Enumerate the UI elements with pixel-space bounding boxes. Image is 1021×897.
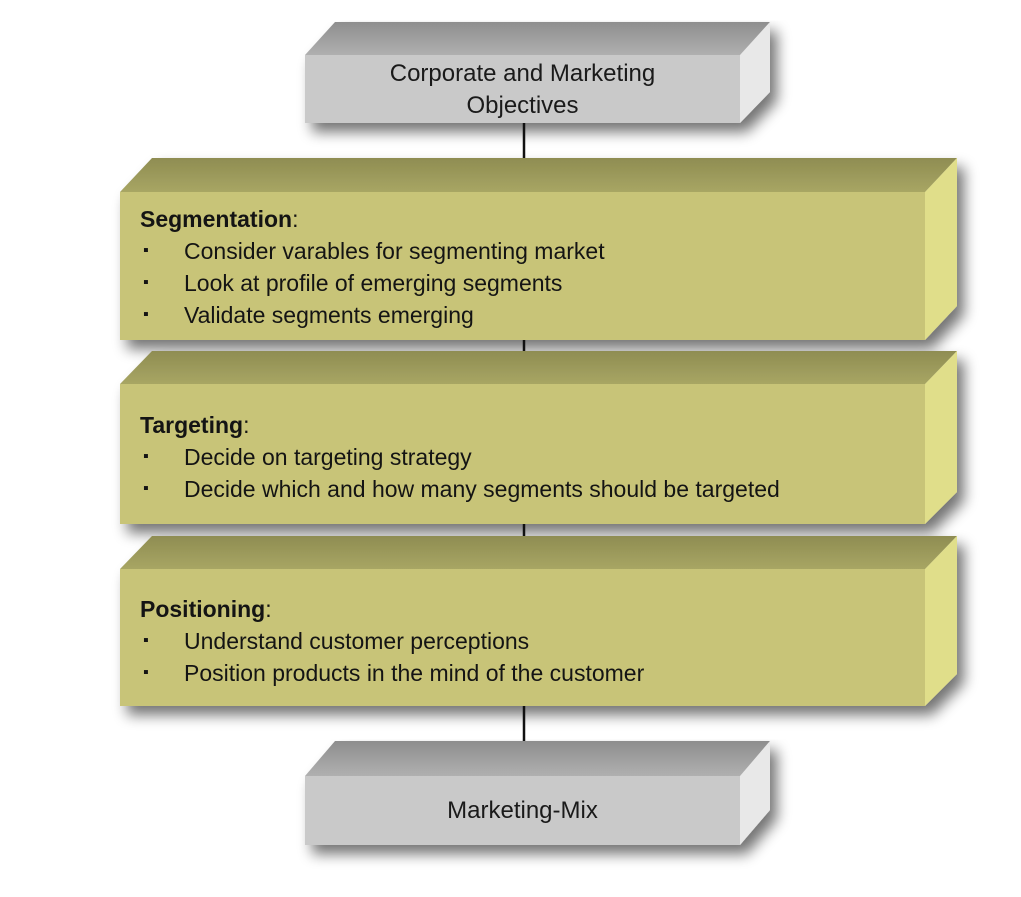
segmentation-title: Segmentation: bbox=[140, 203, 920, 235]
objectives-label: Corporate and Marketing Objectives bbox=[305, 58, 740, 122]
list-item: ▪ Consider varables for segmenting market bbox=[140, 235, 920, 267]
list-item: ▪ Understand customer perceptions bbox=[140, 625, 920, 657]
list-item-text: Decide on targeting strategy bbox=[184, 444, 472, 470]
objectives-box bbox=[305, 22, 770, 123]
positioning-heading: Positioning bbox=[140, 596, 266, 622]
positioning-box-top bbox=[120, 536, 957, 569]
positioning-title: Positioning: bbox=[140, 593, 920, 625]
objectives-box-side bbox=[740, 22, 770, 123]
segmentation-content: Segmentation: ▪ Consider varables for seg… bbox=[140, 203, 920, 331]
targeting-title: Targeting: bbox=[140, 409, 920, 441]
bullet-icon: ▪ bbox=[143, 448, 149, 465]
targeting-box-top bbox=[120, 351, 957, 384]
list-item-text: Look at profile of emerging segments bbox=[184, 270, 563, 296]
positioning-box-side bbox=[925, 536, 957, 706]
objectives-box-front bbox=[305, 55, 740, 123]
segmentation-box-side bbox=[925, 158, 957, 340]
list-item: ▪ Validate segments emerging bbox=[140, 299, 920, 331]
targeting-box-front bbox=[120, 384, 925, 524]
targeting-box-side bbox=[925, 351, 957, 524]
list-item: ▪ Decide which and how many segments shou… bbox=[140, 473, 920, 505]
marketing-mix-box-side bbox=[740, 741, 770, 845]
targeting-list: ▪ Decide on targeting strategy ▪ Decide wh… bbox=[140, 441, 920, 505]
bullet-icon: ▪ bbox=[143, 632, 149, 649]
marketing-mix-box-top bbox=[305, 741, 770, 776]
marketing-mix-box-front bbox=[305, 776, 740, 845]
bullet-icon: ▪ bbox=[143, 664, 149, 681]
marketing-mix-label: Marketing-Mix bbox=[305, 778, 740, 844]
targeting-colon: : bbox=[243, 412, 250, 438]
list-item-text: Position products in the mind of the cus… bbox=[184, 660, 645, 686]
marketing-mix-box bbox=[305, 741, 770, 845]
marketing-mix-text: Marketing-Mix bbox=[447, 797, 598, 824]
bullet-icon: ▪ bbox=[143, 306, 149, 323]
list-item: ▪ Decide on targeting strategy bbox=[140, 441, 920, 473]
segmentation-colon: : bbox=[292, 206, 299, 232]
positioning-list: ▪ Understand customer perceptions ▪ Positi… bbox=[140, 625, 920, 689]
targeting-content: Targeting: ▪ Decide on targeting strategy… bbox=[140, 409, 920, 505]
segmentation-box-front bbox=[120, 192, 925, 340]
objectives-label-line1: Corporate and Marketing bbox=[389, 60, 656, 87]
bullet-icon: ▪ bbox=[143, 274, 149, 291]
objectives-label-line2: Objectives bbox=[466, 92, 579, 119]
bullet-icon: ▪ bbox=[143, 242, 149, 259]
list-item-text: Consider varables for segmenting market bbox=[184, 238, 605, 264]
bullet-icon: ▪ bbox=[143, 480, 149, 497]
positioning-colon: : bbox=[265, 596, 272, 622]
segmentation-box bbox=[120, 158, 957, 340]
positioning-box-front bbox=[120, 569, 925, 706]
segmentation-heading: Segmentation bbox=[140, 206, 293, 232]
list-item-text: Decide which and how many segments shoul… bbox=[184, 476, 780, 502]
objectives-box-top bbox=[305, 22, 770, 55]
list-item-text: Understand customer perceptions bbox=[184, 628, 530, 654]
targeting-heading: Targeting bbox=[140, 412, 244, 438]
list-item-text: Validate segments emerging bbox=[184, 302, 474, 328]
segmentation-list: ▪ Consider varables for segmenting market… bbox=[140, 235, 920, 331]
list-item: ▪ Look at profile of emerging segments bbox=[140, 267, 920, 299]
positioning-content: Positioning: ▪ Understand customer percep… bbox=[140, 593, 920, 689]
segmentation-box-top bbox=[120, 158, 957, 192]
list-item: ▪ Position products in the mind of the cu… bbox=[140, 657, 920, 689]
positioning-box bbox=[120, 536, 957, 706]
targeting-box bbox=[120, 351, 957, 524]
